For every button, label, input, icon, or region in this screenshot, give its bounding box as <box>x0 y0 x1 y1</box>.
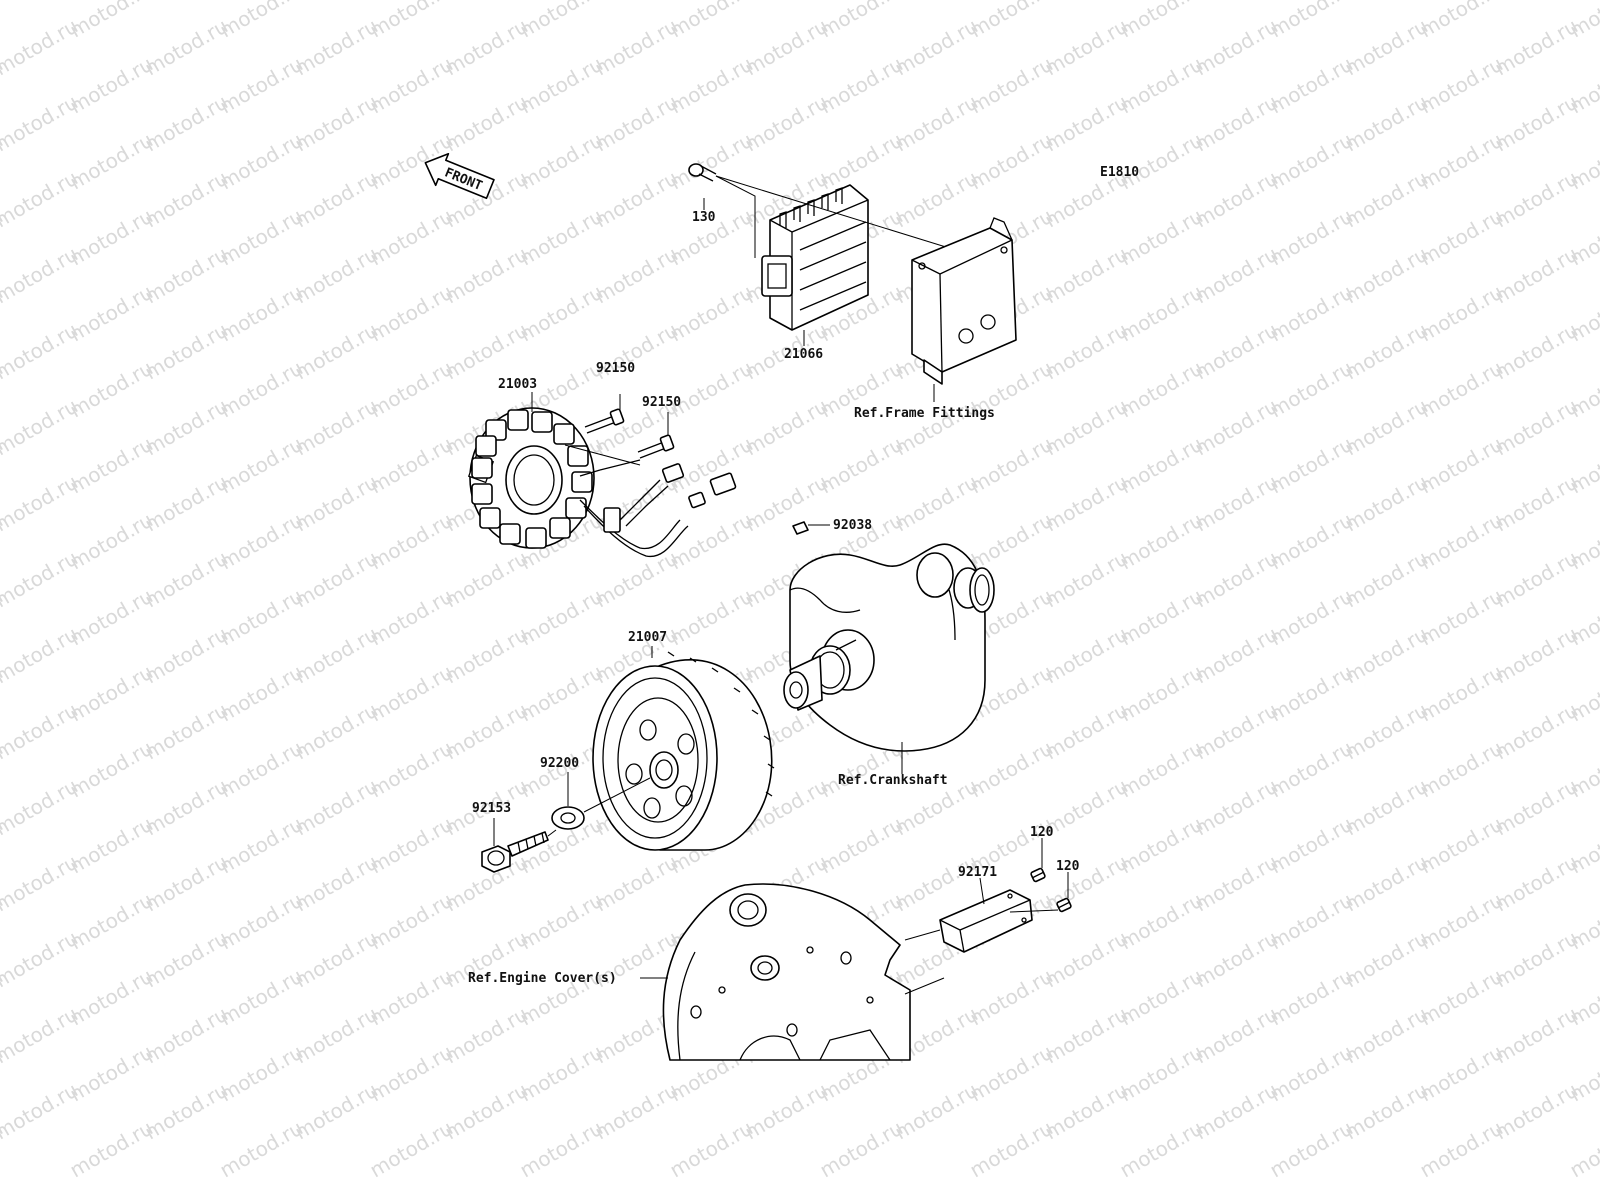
watermark-text: motod.ru <box>366 1116 457 1183</box>
watermark-text: motod.ru <box>1491 0 1582 4</box>
callout-ref-frame-fittings: Ref.Frame Fittings <box>854 406 995 421</box>
callout-92171: 92171 <box>958 865 997 880</box>
watermark-text: motod.ru <box>0 774 82 841</box>
leader-cover-plate-2 <box>904 977 945 995</box>
leader-bolt-washer <box>547 829 557 837</box>
leader-130-regulator <box>715 175 756 258</box>
diagram-code: E1810 <box>1100 165 1139 180</box>
watermark-text: motod.ru <box>1041 0 1132 4</box>
callout-21007: 21007 <box>628 630 667 645</box>
watermark-text: motod.ru <box>0 926 82 993</box>
watermark-text: motod.ru <box>0 0 7 42</box>
callout-120-a: 120 <box>1030 825 1054 840</box>
leader-washer-rotor <box>583 777 651 813</box>
watermark-text: motod.ru <box>1566 1116 1600 1183</box>
bolt-92150-upper <box>584 408 625 434</box>
watermark-text: motod.ru <box>1191 0 1282 4</box>
watermark-text: motod.ru <box>0 0 82 4</box>
stator-coils <box>471 409 593 549</box>
leader-130-bracket <box>715 175 989 261</box>
bolt-130 <box>688 163 717 182</box>
leader-stator-connector <box>564 444 641 466</box>
watermark-text: motod.ru <box>0 850 82 917</box>
crank-gear <box>969 567 995 613</box>
watermark-text: motod.ru <box>666 1116 757 1183</box>
callout-92153: 92153 <box>472 801 511 816</box>
callout-120-b: 120 <box>1056 859 1080 874</box>
bolt-120-b <box>1056 897 1072 913</box>
callout-92150-lower: 92150 <box>642 395 681 410</box>
watermark-text: motod.ru <box>0 1078 82 1145</box>
watermark-text: motod.ru <box>1266 1116 1357 1183</box>
watermark-text: motod.ru <box>966 1116 1057 1183</box>
watermark-text: motod.ru <box>0 318 82 385</box>
callout-21003: 21003 <box>498 377 537 392</box>
frame-bracket <box>911 217 1017 385</box>
stator <box>467 407 737 557</box>
watermark-text: motod.ru <box>216 1116 307 1183</box>
watermark-text: motod.ru <box>0 242 82 309</box>
callout-92200: 92200 <box>540 756 579 771</box>
watermark-text: motod.ru <box>1416 1116 1507 1183</box>
front-arrow: FRONT <box>424 152 495 200</box>
watermark-text: motod.ru <box>0 394 82 461</box>
watermark-text: motod.ru <box>0 166 82 233</box>
watermark-text: motod.ru <box>0 698 82 765</box>
crankshaft <box>783 543 995 752</box>
watermark-text: motod.ru <box>891 0 982 4</box>
watermark-text: motod.ru <box>0 1002 82 1069</box>
bolt-92150-lower <box>637 434 675 459</box>
watermark-text: motod.ru <box>516 1116 607 1183</box>
regulator-rectifier <box>761 184 869 331</box>
watermark-text: motod.ru <box>741 0 832 4</box>
bolt-120-a <box>1030 867 1046 883</box>
leader-cover-plate <box>904 929 941 941</box>
watermark-text: motod.ru <box>0 470 82 537</box>
callout-ref-engine-cover: Ref.Engine Cover(s) <box>468 971 617 986</box>
watermark-text: motod.ru <box>66 1116 157 1183</box>
watermark-text: motod.ru <box>591 0 682 4</box>
cover-plate-92171 <box>939 889 1033 953</box>
watermark-text: motod.ru <box>0 546 82 613</box>
watermark-text: motod.ru <box>1116 1116 1207 1183</box>
callout-21066: 21066 <box>784 347 823 362</box>
watermark-text: motod.ru <box>141 0 232 4</box>
watermark-text: motod.ru <box>291 0 382 4</box>
bolt-92153 <box>481 831 549 873</box>
leader-120-plate <box>1009 909 1059 913</box>
engine-cover <box>662 883 911 1061</box>
callout-130: 130 <box>692 210 716 225</box>
watermark-text: motod.ru <box>0 14 82 81</box>
watermark-text: motod.ru <box>0 622 82 689</box>
rotor-holes <box>625 719 695 819</box>
watermark-text: motod.ru <box>441 0 532 4</box>
washer-92200 <box>551 806 585 830</box>
woodruff-key <box>792 521 809 535</box>
callout-ref-crankshaft: Ref.Crankshaft <box>838 773 948 788</box>
watermark-text: motod.ru <box>0 90 82 157</box>
leader-92171 <box>979 877 985 905</box>
callout-92150-upper: 92150 <box>596 361 635 376</box>
watermark-text: motod.ru <box>1341 0 1432 4</box>
watermark-text: motod.ru <box>816 1116 907 1183</box>
callout-92038: 92038 <box>833 518 872 533</box>
alternator-rotor <box>592 651 775 851</box>
